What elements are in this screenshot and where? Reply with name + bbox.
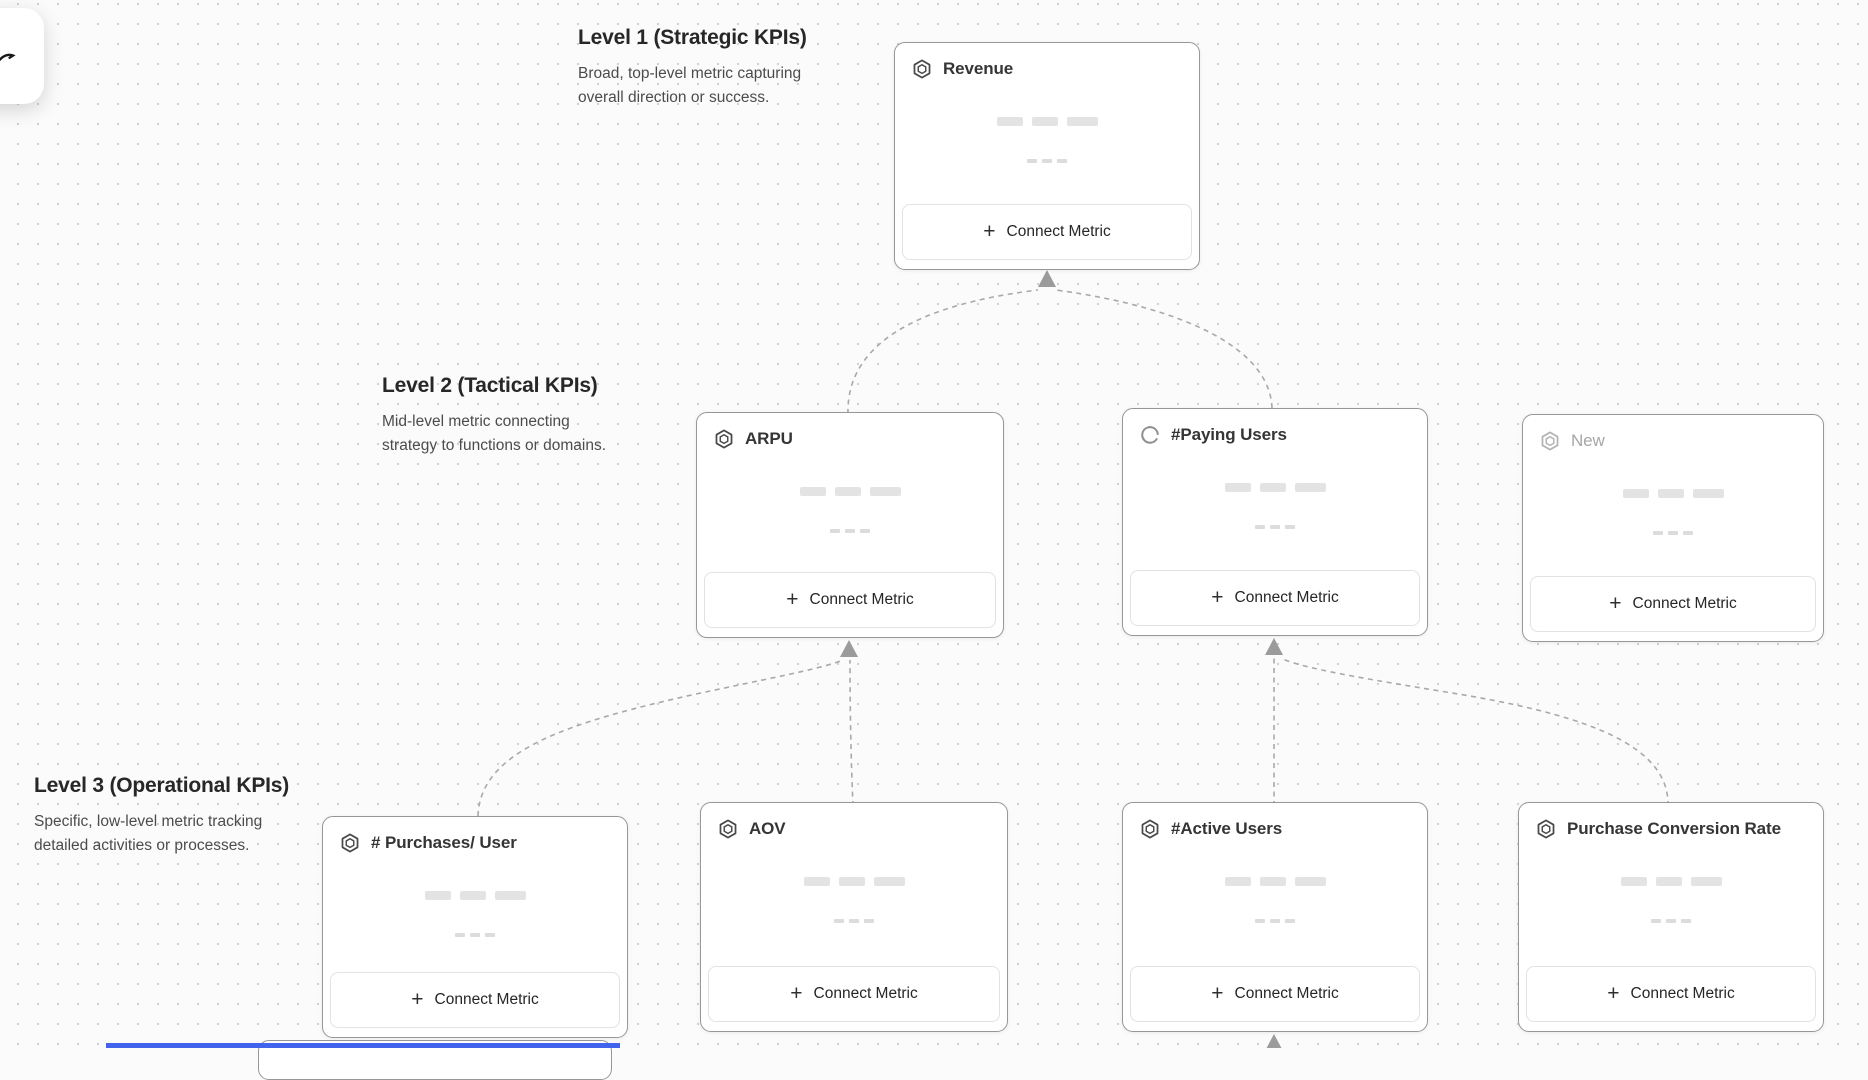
connector-payingusers-to-revenue[interactable]: [1055, 289, 1273, 409]
metric-skeleton: [895, 117, 1199, 196]
plus-icon: +: [1211, 585, 1224, 609]
metric-card-title: #Active Users: [1171, 819, 1283, 838]
loading-spinner-icon: [1139, 424, 1161, 446]
card-header: ARPU: [697, 413, 1003, 450]
connect-metric-button[interactable]: + Connect Metric: [708, 966, 1000, 1022]
metric-skeleton: [1519, 877, 1823, 956]
level-1-description: Broad, top-level metric capturing overal…: [578, 65, 802, 106]
metric-card-title: #Paying Users: [1171, 425, 1287, 444]
connect-metric-label: Connect Metric: [1006, 223, 1111, 240]
level-2-description: Mid-level metric connecting strategy to …: [382, 413, 607, 454]
plus-icon: +: [1211, 981, 1224, 1005]
connector-aov-to-arpu[interactable]: [849, 659, 854, 807]
connector-arpu-to-revenue[interactable]: [847, 289, 1039, 415]
connect-metric-label: Connect Metric: [1632, 595, 1737, 612]
metric-card-arpu[interactable]: ARPU + Connect Metric: [696, 412, 1004, 638]
connector-conversionrate-to-payingusers[interactable]: [1282, 658, 1669, 807]
arrowhead-payingusers: [1265, 638, 1283, 655]
metric-skeleton: [701, 877, 1007, 956]
metric-card-active-users[interactable]: #Active Users + Connect Metric: [1122, 802, 1428, 1032]
selection-highlight-bar[interactable]: [106, 1043, 620, 1048]
metric-hexagon-icon: [911, 58, 933, 80]
plus-icon: +: [790, 981, 803, 1005]
connect-metric-label: Connect Metric: [434, 991, 539, 1008]
plus-icon: +: [786, 587, 799, 611]
connect-metric-label: Connect Metric: [813, 985, 918, 1002]
metric-card-purchase-conversion-rate[interactable]: Purchase Conversion Rate + Connect Metri…: [1518, 802, 1824, 1032]
metric-hexagon-icon: [1539, 430, 1561, 452]
level-3-annotation[interactable]: Level 3 (Operational KPIs) Specific, low…: [34, 774, 334, 858]
level-2-annotation[interactable]: Level 2 (Tactical KPIs) Mid-level metric…: [382, 374, 682, 458]
toolbar-fragment[interactable]: [0, 8, 44, 104]
card-header: Revenue: [895, 43, 1199, 80]
connect-metric-button[interactable]: + Connect Metric: [902, 204, 1192, 260]
connect-metric-button[interactable]: + Connect Metric: [1130, 570, 1420, 626]
card-header: #Active Users: [1123, 803, 1427, 840]
level-1-title: Level 1 (Strategic KPIs): [578, 26, 807, 49]
connect-metric-label: Connect Metric: [809, 591, 914, 608]
metric-card-title: New: [1571, 431, 1605, 450]
plus-icon: +: [1609, 591, 1622, 615]
metric-skeleton: [323, 891, 627, 970]
metric-card-title: ARPU: [745, 429, 793, 448]
connect-metric-button[interactable]: + Connect Metric: [704, 572, 996, 628]
metric-card-title: AOV: [749, 819, 786, 838]
level-3-description: Specific, low-level metric tracking deta…: [34, 813, 263, 854]
metric-card-purchases-user[interactable]: # Purchases/ User + Connect Metric: [322, 816, 628, 1038]
connect-metric-button[interactable]: + Connect Metric: [1526, 966, 1816, 1022]
metric-card-title: Revenue: [943, 59, 1014, 78]
connect-metric-button[interactable]: + Connect Metric: [1530, 576, 1816, 632]
metric-hexagon-icon: [1139, 818, 1161, 840]
arrowhead-arpu: [840, 640, 858, 657]
connect-metric-button[interactable]: + Connect Metric: [330, 972, 620, 1028]
connector-layer: [477, 270, 1669, 1048]
metric-hexagon-icon: [339, 832, 361, 854]
metric-card-new[interactable]: New + Connect Metric: [1522, 414, 1824, 642]
connect-metric-label: Connect Metric: [1234, 985, 1339, 1002]
plus-icon: +: [1607, 981, 1620, 1005]
level-2-title: Level 2 (Tactical KPIs): [382, 374, 598, 397]
plus-icon: +: [411, 987, 424, 1011]
metric-card-title: # Purchases/ User: [371, 833, 517, 852]
metric-card-paying-users[interactable]: #Paying Users + Connect Metric: [1122, 408, 1428, 636]
plus-icon: +: [983, 219, 996, 243]
metric-hexagon-icon: [717, 818, 739, 840]
metric-skeleton: [697, 487, 1003, 566]
connect-metric-button[interactable]: + Connect Metric: [1130, 966, 1420, 1022]
connector-purchases-to-arpu[interactable]: [477, 659, 844, 817]
level-3-title: Level 3 (Operational KPIs): [34, 774, 290, 797]
metric-card-title: Purchase Conversion Rate: [1567, 819, 1781, 838]
level-1-annotation[interactable]: Level 1 (Strategic KPIs) Broad, top-leve…: [578, 26, 878, 110]
card-header: New: [1523, 415, 1823, 452]
metric-hexagon-icon: [713, 428, 735, 450]
connect-metric-label: Connect Metric: [1234, 589, 1339, 606]
arrowhead-activeusers: [1266, 1034, 1282, 1048]
card-header: #Paying Users: [1123, 409, 1427, 446]
card-header: AOV: [701, 803, 1007, 840]
metric-card-revenue[interactable]: Revenue + Connect Metric: [894, 42, 1200, 270]
connect-metric-label: Connect Metric: [1630, 985, 1735, 1002]
arrowhead-revenue: [1038, 270, 1056, 287]
card-header: # Purchases/ User: [323, 817, 627, 854]
metric-card-aov[interactable]: AOV + Connect Metric: [700, 802, 1008, 1032]
metric-hexagon-icon: [1535, 818, 1557, 840]
card-header: Purchase Conversion Rate: [1519, 803, 1823, 840]
metric-skeleton: [1523, 489, 1823, 568]
metric-skeleton: [1123, 483, 1427, 562]
metric-skeleton: [1123, 877, 1427, 956]
cursor-tool-icon: [0, 53, 16, 62]
